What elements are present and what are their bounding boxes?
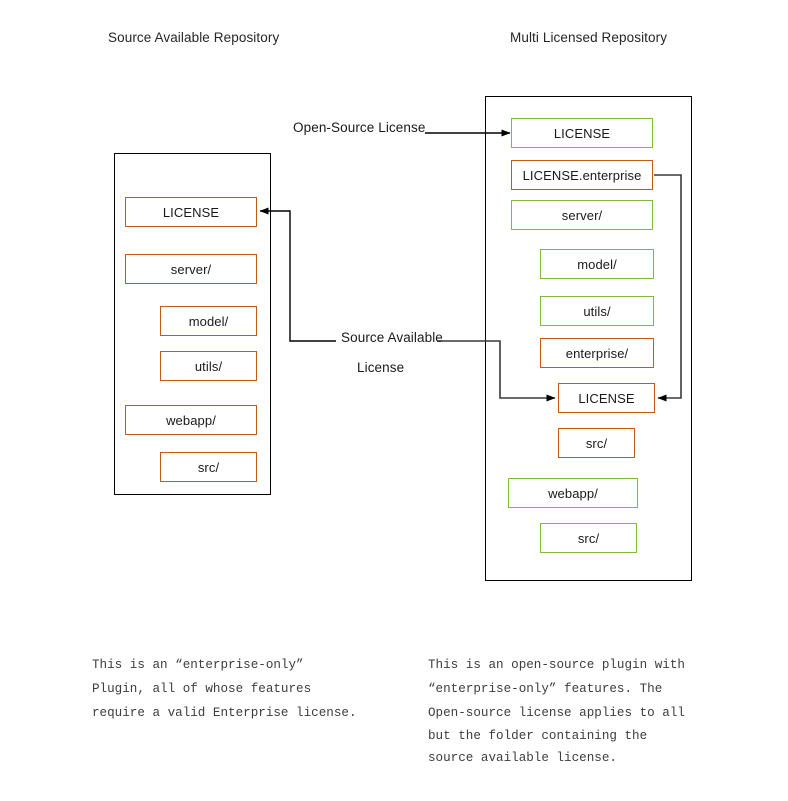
edge-label-source-available-line1: Source Available xyxy=(341,330,443,345)
left-caption: This is an “enterprise-only” Plugin, all… xyxy=(92,658,357,720)
right-node-model[interactable]: model/ xyxy=(540,249,654,279)
left-node-utils[interactable]: utils/ xyxy=(160,351,257,381)
right-node-enterprise-src[interactable]: src/ xyxy=(558,428,635,458)
right-node-webapp-src[interactable]: src/ xyxy=(540,523,637,553)
connector-source-available-to-left xyxy=(259,207,336,342)
left-node-model[interactable]: model/ xyxy=(160,306,257,336)
right-node-license-enterprise[interactable]: LICENSE.enterprise xyxy=(511,160,653,190)
right-repo-title: Multi Licensed Repository xyxy=(510,30,668,45)
left-node-src[interactable]: src/ xyxy=(160,452,257,482)
right-node-license[interactable]: LICENSE xyxy=(511,118,653,148)
left-repo-title: Source Available Repository xyxy=(108,30,280,45)
left-node-webapp[interactable]: webapp/ xyxy=(125,405,257,435)
edge-label-source-available-line2: License xyxy=(357,360,405,375)
right-node-webapp[interactable]: webapp/ xyxy=(508,478,638,508)
right-caption-part2: but the folder containing the source ava… xyxy=(428,729,648,765)
right-node-enterprise[interactable]: enterprise/ xyxy=(540,338,654,368)
right-caption-part1: This is an open-source plugin with “ente… xyxy=(428,658,685,720)
left-node-license[interactable]: LICENSE xyxy=(125,197,257,227)
left-node-server[interactable]: server/ xyxy=(125,254,257,284)
right-node-enterprise-license[interactable]: LICENSE xyxy=(558,383,655,413)
right-caption: This is an open-source plugin with “ente… xyxy=(428,653,685,769)
right-node-server[interactable]: server/ xyxy=(511,200,653,230)
right-node-utils[interactable]: utils/ xyxy=(540,296,654,326)
edge-label-open-source-license: Open-Source License xyxy=(293,120,426,135)
